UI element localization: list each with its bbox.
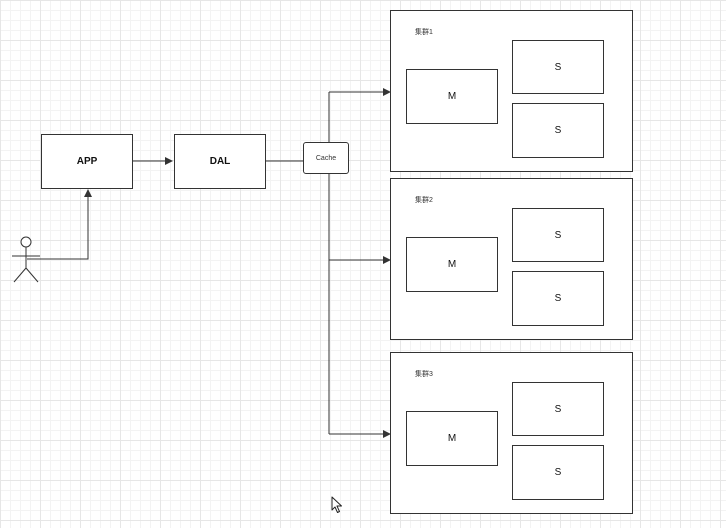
dal-node[interactable]: DAL [174, 134, 266, 189]
cluster-3-slave-2[interactable]: S [512, 445, 604, 500]
cluster-1-slave-1[interactable]: S [512, 40, 604, 94]
cluster-3-label: 集群3 [415, 371, 433, 378]
cluster-2-slave-2[interactable]: S [512, 271, 604, 326]
slave-label: S [554, 467, 562, 478]
cache-node-label: Cache [315, 154, 337, 162]
master-label: M [447, 91, 457, 102]
slave-label: S [554, 293, 562, 304]
master-label: M [447, 259, 457, 270]
slave-label: S [554, 125, 562, 136]
app-node[interactable]: APP [41, 134, 133, 189]
app-node-label: APP [76, 156, 98, 167]
cluster-2-master[interactable]: M [406, 237, 498, 292]
dal-node-label: DAL [209, 156, 231, 167]
slave-label: S [554, 229, 562, 241]
cluster-1-label: 集群1 [415, 29, 433, 36]
cluster-1-slave-2[interactable]: S [512, 103, 604, 158]
cache-node[interactable]: Cache [303, 142, 349, 174]
cluster-2-slave-1[interactable]: S [512, 208, 604, 262]
cluster-3-slave-1[interactable]: S [512, 382, 604, 436]
master-label: M [447, 433, 457, 444]
cluster-2-label: 集群2 [415, 197, 433, 204]
edge-user-app [27, 189, 92, 260]
cluster-1-master[interactable]: M [406, 69, 498, 124]
slave-label: S [554, 403, 562, 415]
cluster-3-master[interactable]: M [406, 411, 498, 466]
user-actor-icon [12, 236, 40, 283]
mouse-cursor-icon [331, 496, 342, 513]
slave-label: S [554, 61, 562, 73]
